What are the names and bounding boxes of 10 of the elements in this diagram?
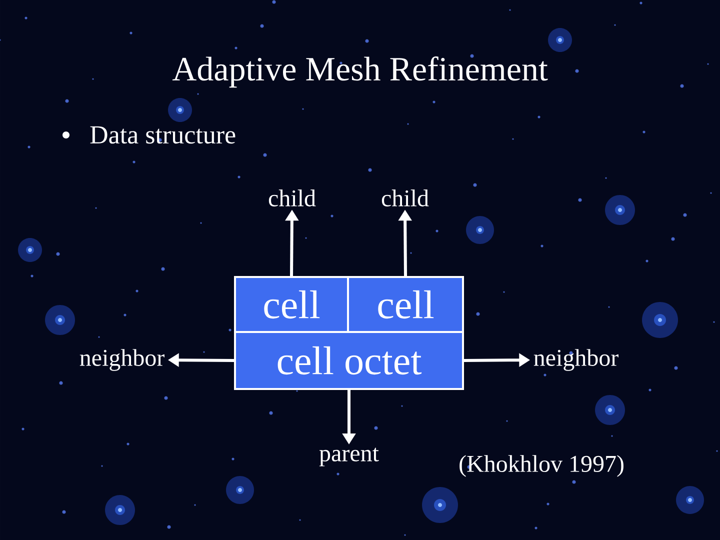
slide-title: Adaptive Mesh Refinement	[172, 56, 548, 88]
bullet-text: Data structure	[90, 126, 236, 144]
cell-box: cell	[347, 276, 464, 333]
cell-box: cell	[234, 276, 349, 333]
pointer-label: child	[382, 190, 429, 206]
pointer-label: parent	[319, 448, 379, 466]
pointer-label: neighbor	[534, 349, 618, 371]
pointer-label: neighbor	[80, 349, 164, 371]
pointer-label: child	[268, 190, 316, 206]
citation: (Khokhlov 1997)	[460, 455, 624, 477]
